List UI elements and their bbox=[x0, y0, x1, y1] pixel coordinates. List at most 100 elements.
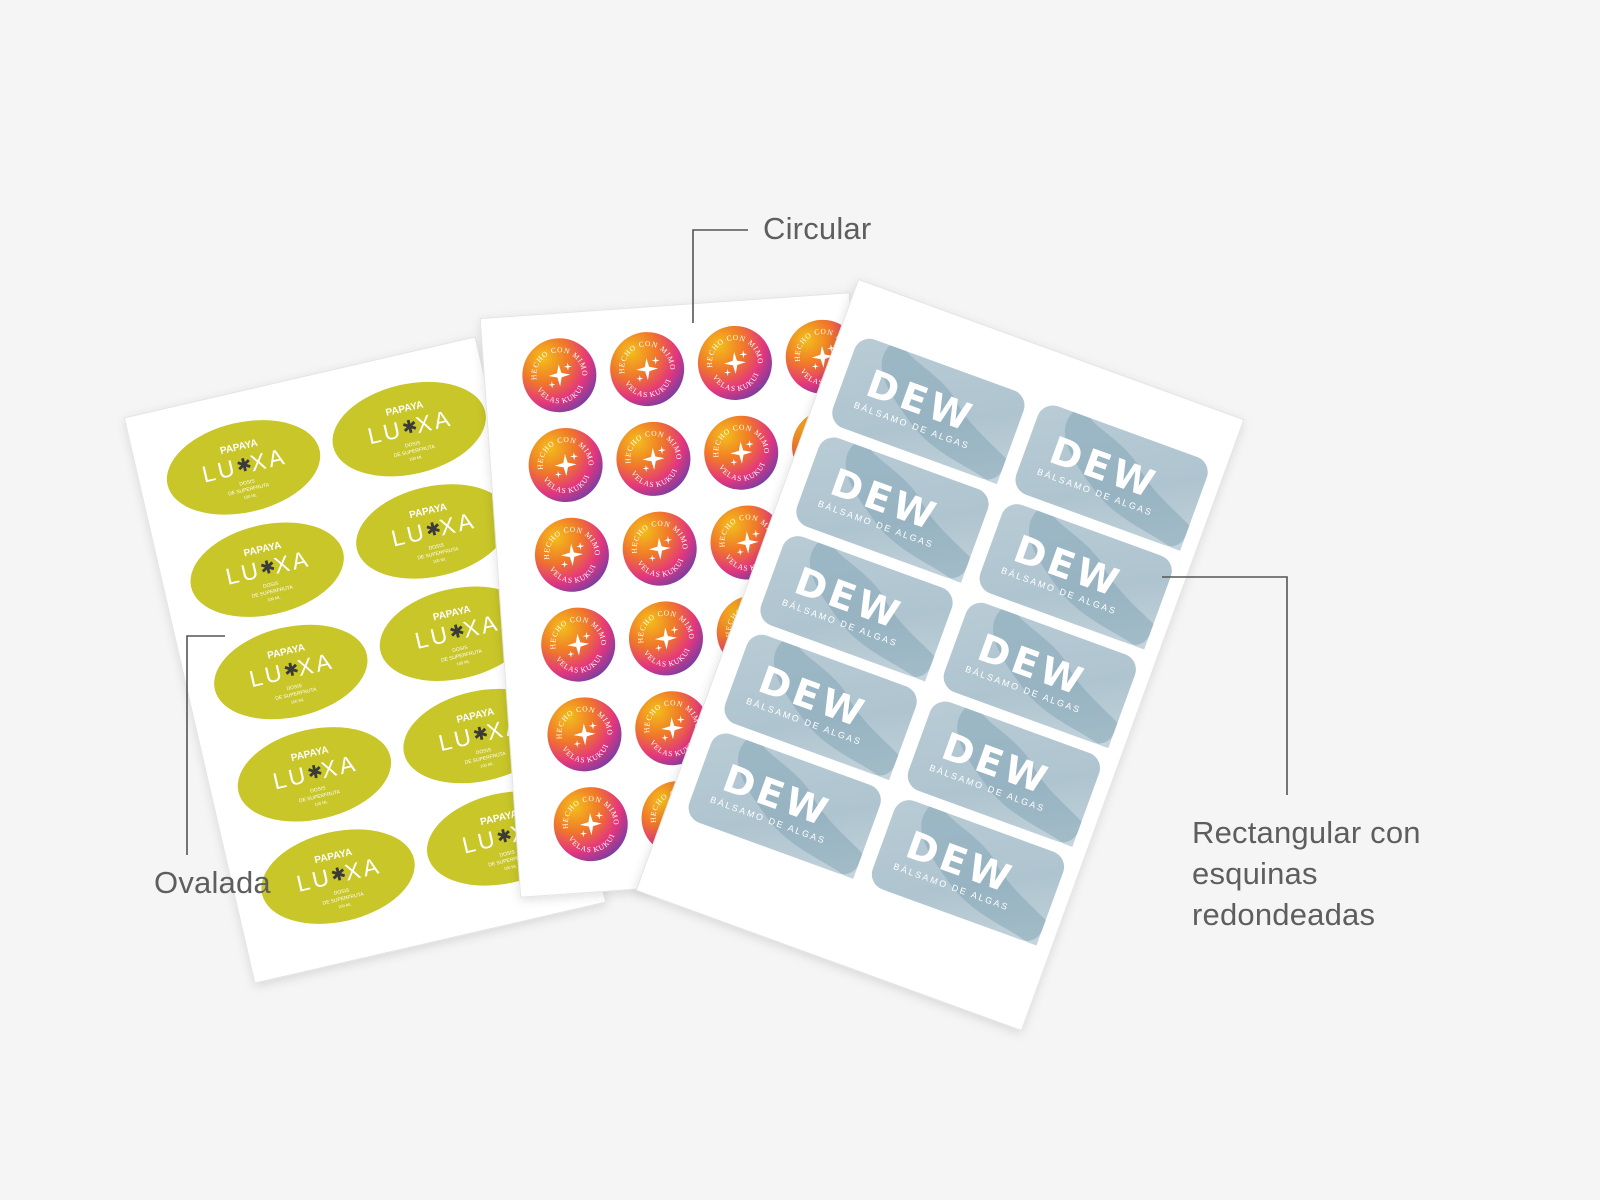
liquid-splash-graphic bbox=[809, 542, 935, 682]
sparkle-icon bbox=[567, 633, 590, 656]
liquid-splash-graphic bbox=[993, 609, 1118, 749]
liquid-splash-graphic bbox=[957, 707, 1082, 847]
sparkle-icon bbox=[739, 350, 748, 359]
sparkle-icon bbox=[736, 531, 759, 554]
oval-sticker-shape bbox=[332, 381, 486, 477]
sparkle-icon bbox=[670, 625, 679, 634]
sticker-text: DOSIS bbox=[286, 683, 303, 692]
sparkle-icon bbox=[811, 345, 834, 368]
asterisk-icon: ✱ bbox=[471, 722, 490, 746]
rectangular-sticker-shape bbox=[796, 437, 989, 579]
sticker-text: 100 ML bbox=[338, 901, 353, 909]
callout-line-ovalada bbox=[186, 635, 225, 855]
oval-sticker-shape bbox=[166, 420, 321, 515]
rectangular-sticker-shape bbox=[871, 800, 1065, 942]
oval-sticker-shape bbox=[190, 522, 344, 617]
sparkle-icon bbox=[548, 364, 571, 387]
sticker-text: DOSIS bbox=[452, 645, 469, 654]
sparkle-icon bbox=[560, 543, 583, 566]
rectangular-sticker-shape bbox=[724, 634, 917, 776]
sparkle-icon bbox=[579, 830, 587, 838]
asterisk-icon: ✱ bbox=[258, 556, 277, 580]
callout-line-rectangular bbox=[1162, 576, 1288, 795]
rectangular-sticker-shape bbox=[1015, 405, 1208, 547]
rectangular-sticker-shape bbox=[760, 536, 953, 677]
liquid-splash-graphic bbox=[881, 345, 1007, 485]
sparkle-icon bbox=[588, 721, 597, 730]
asterisk-icon: ✱ bbox=[424, 518, 443, 542]
sparkle-icon bbox=[655, 627, 677, 650]
sticker-text: DOSIS bbox=[475, 747, 492, 756]
callout-label-line: Rectangular con bbox=[1192, 815, 1421, 850]
sparkle-icon bbox=[655, 644, 663, 652]
sticker-text: 100 ML bbox=[432, 556, 447, 564]
rectangular-sticker-shape bbox=[943, 602, 1136, 744]
sparkle-icon bbox=[657, 446, 666, 455]
sticker-text: DOSIS bbox=[239, 478, 256, 487]
sparkle-icon bbox=[827, 344, 836, 353]
oval-sticker-shape bbox=[261, 829, 415, 924]
liquid-splash-graphic bbox=[921, 806, 1046, 946]
asterisk-icon: ✱ bbox=[447, 620, 466, 644]
rectangular-sticker-shape bbox=[907, 701, 1101, 843]
sticker-text: 100 ML bbox=[456, 658, 471, 666]
sparkle-icon bbox=[570, 452, 579, 461]
rectangular-sticker-shape bbox=[688, 733, 881, 875]
sparkle-icon bbox=[636, 358, 659, 381]
sparkle-icon bbox=[573, 723, 596, 746]
sticker-text: 100 ML bbox=[503, 863, 518, 871]
callout-line-circular bbox=[692, 229, 748, 323]
oval-sticker-shape bbox=[237, 727, 392, 822]
rectangular-sticker-shape bbox=[979, 504, 1172, 645]
callout-label-line: esquinas bbox=[1192, 856, 1318, 891]
sparkle-icon bbox=[664, 536, 673, 545]
rectangular-sticker-shape bbox=[832, 338, 1025, 480]
liquid-splash-graphic bbox=[738, 739, 863, 879]
sparkle-icon bbox=[648, 554, 656, 562]
oval-sticker-shape bbox=[379, 586, 534, 681]
sticker-text: 100 ML bbox=[243, 492, 258, 500]
sparkle-icon bbox=[724, 368, 732, 376]
callout-label-rectangular: Rectangular con esquinas redondeadas bbox=[1192, 812, 1512, 935]
callout-label-circular: Circular bbox=[763, 211, 872, 246]
sparkle-icon bbox=[723, 351, 746, 374]
asterisk-icon: ✱ bbox=[305, 761, 324, 785]
asterisk-icon: ✱ bbox=[400, 416, 419, 440]
sparkle-icon bbox=[651, 356, 660, 365]
callout-label-line: redondeadas bbox=[1192, 897, 1376, 932]
sticker-text: DOSIS bbox=[333, 887, 350, 896]
sparkle-icon bbox=[561, 560, 569, 568]
sparkle-icon bbox=[751, 529, 760, 538]
sparkle-icon bbox=[579, 813, 602, 836]
sparkle-icon bbox=[661, 734, 669, 742]
sticker-text: 100 ML bbox=[480, 761, 495, 769]
sparkle-icon bbox=[582, 631, 591, 640]
sticker-text: 100 ML bbox=[290, 697, 305, 705]
asterisk-icon: ✱ bbox=[282, 658, 301, 682]
